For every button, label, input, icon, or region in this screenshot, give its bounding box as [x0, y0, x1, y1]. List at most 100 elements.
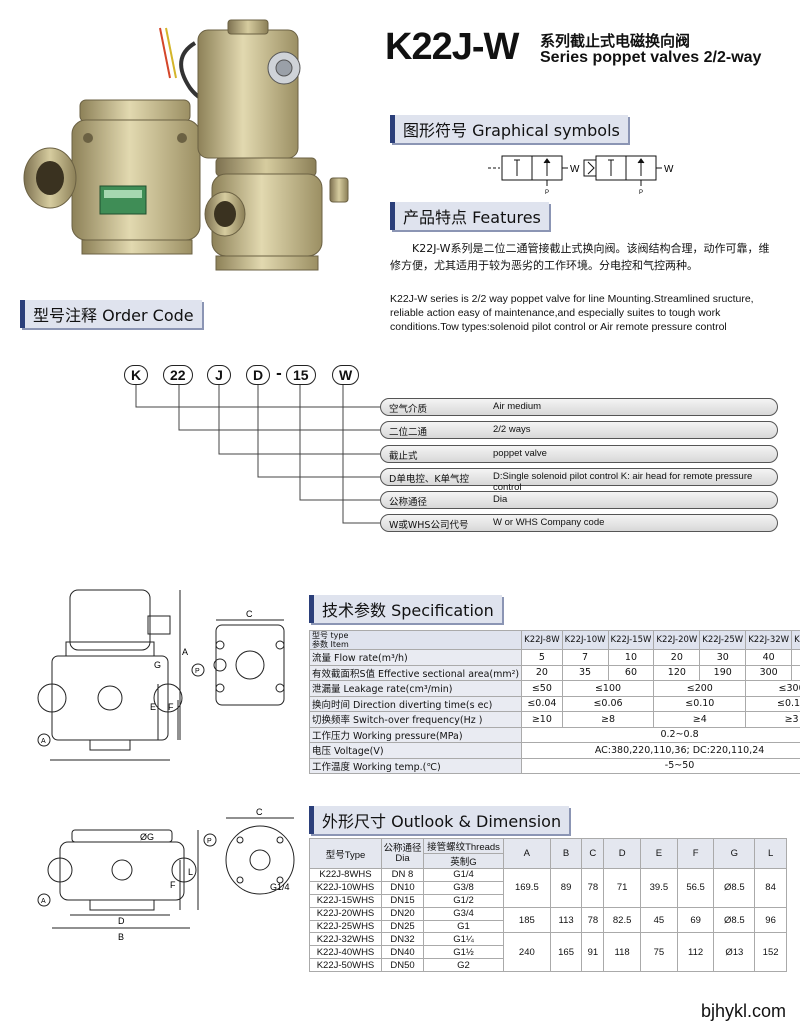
symbol-port-w: W [570, 164, 580, 175]
series-title-cn: 系列截止式电磁换向阀 [540, 32, 691, 50]
dim-h-e: E [640, 838, 678, 869]
dimension-table: 型号Type 公称通径 Dia 接管螺纹Threads A B C D E F … [309, 838, 787, 973]
spec-flow-10w: 7 [561, 649, 609, 666]
dim-h-d: D [603, 838, 641, 869]
spec-freq-0: ≥10 [521, 711, 563, 728]
spec-leak-3: ≤300 [745, 680, 800, 697]
spec-row-switch-time: 换向时间 Direction diverting time(s ec) ≤0.0… [308, 695, 800, 712]
watermark-text: bjhykl.com [700, 1001, 786, 1021]
dim-g3-g: Ø13 [713, 932, 756, 973]
dim-thread-25: G1 [423, 919, 504, 934]
dim-h-dia-cn: 公称通径 [383, 842, 422, 854]
order-code-leader-lines [135, 385, 380, 524]
spec-freq-3: ≥3 [745, 711, 800, 728]
spec-model-8w: K22J-8W [521, 630, 563, 650]
dim-g3-l: 152 [754, 932, 787, 973]
dim-header-row-2: 英制G [310, 853, 787, 869]
dim-thread-50: G2 [423, 958, 504, 973]
dim-g1-l: 84 [754, 868, 787, 908]
dim-label-f: F [168, 702, 174, 712]
dim-g3-b: 165 [549, 932, 583, 973]
dim-label-d: D [118, 916, 125, 926]
dim-g2-d: 82.5 [603, 906, 641, 934]
dim-dia-8: DN 8 [381, 868, 424, 882]
dim-h-threads-sub: 英制G [423, 853, 504, 869]
symbol-port-w-2: W [664, 164, 674, 175]
specification-table: 型号 type 参数 Item K22J-8W K22J-10W K22J-15… [308, 630, 800, 774]
dim-label-b: B [118, 932, 124, 942]
dim-label-g14: G1/4 [270, 882, 290, 892]
dim-g2-b: 113 [549, 906, 583, 934]
product-photo [23, 19, 349, 271]
code-dash: - [276, 366, 282, 382]
dim-type-32: K22J-32WHS [309, 932, 382, 947]
dim-h-c: C [581, 838, 605, 869]
spec-area-40w: 400 [791, 664, 800, 681]
dim-g1-b: 89 [549, 868, 583, 908]
spec-leak-2: ≤200 [653, 680, 747, 697]
spec-row-voltage: 电压 Voltage(V) AC:380,220,110,36; DC:220,… [308, 742, 800, 759]
order-row-type-cn: 截止式 [389, 451, 418, 462]
spec-flow-label: 流量 Flow rate(m³/h) [308, 649, 523, 666]
spec-switch-time-3: ≤0.15 [745, 695, 800, 712]
dim-g2-f: 69 [676, 906, 715, 934]
order-code-heading: 型号注释 Order Code [20, 300, 202, 328]
order-row-company-en: W or WHS Company code [493, 517, 605, 528]
spec-area-32w: 300 [745, 664, 793, 681]
dim-g1-d: 71 [603, 868, 641, 908]
dim-g1-e: 39.5 [640, 868, 678, 908]
dim-type-50: K22J-50WHS [309, 958, 382, 973]
spec-voltage-label: 电压 Voltage(V) [308, 742, 523, 759]
spec-model-10w: K22J-10W [561, 630, 609, 650]
dim-label-l: L [188, 867, 193, 877]
dim-g2-a: 185 [503, 906, 551, 934]
spec-area-8w: 20 [521, 664, 563, 681]
dim-g1-a: 169.5 [503, 868, 551, 908]
order-row-dia-cn: 公称通径 [389, 497, 428, 508]
spec-flow-40w: 50 [791, 649, 800, 666]
spec-row-leak: 泄漏量 Leakage rate(cm³/min) ≤50 ≤100 ≤200 … [308, 680, 800, 697]
code-segment-j: J [207, 365, 231, 385]
spec-switch-time-2: ≤0.10 [653, 695, 747, 712]
spec-area-25w: 190 [699, 664, 747, 681]
spec-freq-1: ≥8 [561, 711, 655, 728]
dim-type-8: K22J-8WHS [309, 868, 382, 882]
series-title-en: Series poppet valves 2/2-way [540, 49, 762, 66]
spec-flow-25w: 30 [699, 649, 747, 666]
spec-leak-0: ≤50 [521, 680, 563, 697]
spec-temp-value: -5~50 [521, 757, 800, 774]
air-pilot-valve-photo [23, 99, 201, 255]
spec-temp-label: 工作温度 Working temp.(℃) [308, 757, 523, 774]
dim-g1-f: 56.5 [676, 868, 715, 908]
code-segment-k: K [124, 365, 149, 385]
dim-row-20: K22J-20WHS DN20 G3/4 185 113 78 82.5 45 … [309, 906, 787, 934]
dim-label-p2: P [207, 838, 212, 845]
dim-thread-15: G1/2 [423, 893, 504, 908]
spec-leak-1: ≤100 [561, 680, 655, 697]
dim-label-g: G [154, 660, 161, 670]
code-segment-w: W [332, 365, 360, 385]
dim-label-e: E [150, 702, 156, 712]
air-pilot-valve-drawing: ØG F L D B C G1/4 A P [37, 807, 295, 942]
spec-row-temp: 工作温度 Working temp.(℃) -5~50 [308, 757, 800, 774]
dim-type-25: K22J-25WHS [309, 919, 382, 934]
dim-thread-20: G3/4 [423, 906, 504, 921]
spec-area-label: 有效截面积S值 Effective sectional area(mm²) [308, 664, 523, 681]
spec-header-row: 型号 type 参数 Item K22J-8W K22J-10W K22J-15… [308, 630, 800, 650]
order-row-ways-cn: 二位二通 [389, 427, 428, 438]
solenoid-valve-drawing: A E F G C A P [37, 589, 285, 761]
dimension-heading: 外形尺寸 Outlook & Dimension [309, 806, 570, 834]
dim-type-10: K22J-10WHS [309, 880, 382, 895]
dim-g3-e: 75 [640, 932, 678, 973]
dim-type-15: K22J-15WHS [309, 893, 382, 908]
dim-g1-g: Ø8.5 [713, 868, 756, 908]
spec-switch-time-1: ≤0.06 [561, 695, 655, 712]
dim-h-dia: 公称通径 Dia [381, 838, 424, 869]
dim-label-a: A [182, 647, 188, 657]
spec-area-15w: 60 [607, 664, 655, 681]
model-title: K22J-W [385, 26, 519, 68]
dim-row-40: K22J-40WHS DN40 G1½ [309, 945, 787, 960]
